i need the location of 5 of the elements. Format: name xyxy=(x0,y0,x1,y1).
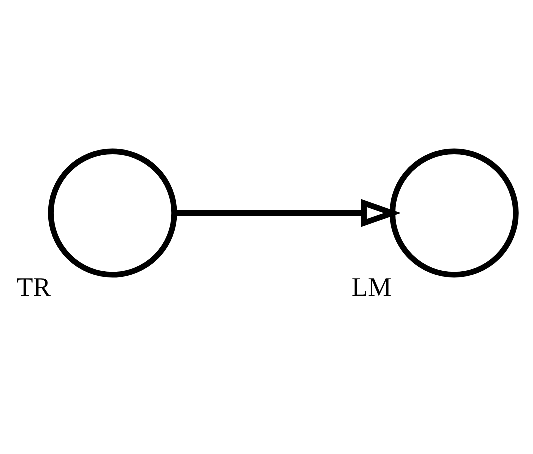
node-label: TR xyxy=(17,272,51,302)
node-circle xyxy=(48,148,178,278)
node-circle xyxy=(390,148,519,278)
node-label: LM xyxy=(352,272,392,302)
arrow xyxy=(175,198,402,227)
